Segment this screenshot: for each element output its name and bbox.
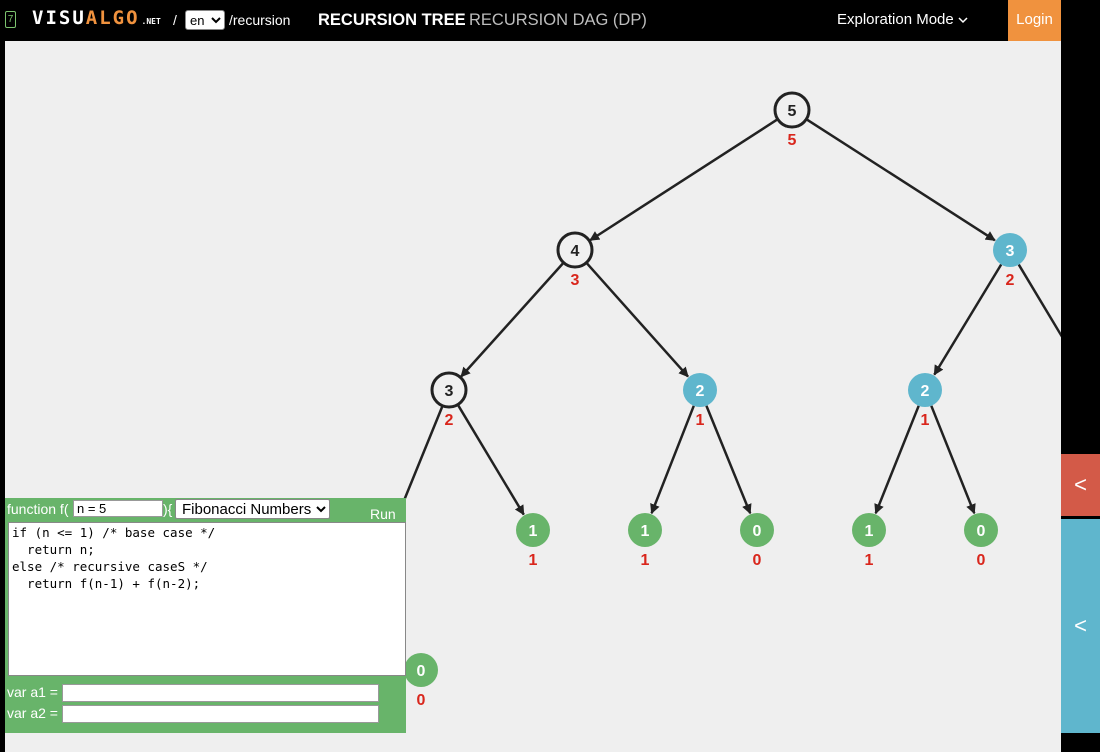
tree-node-return-value: 1	[696, 412, 705, 429]
tree-node-label: 1	[865, 523, 874, 540]
tree-edge	[705, 405, 752, 515]
tree-node[interactable]: 00	[964, 513, 998, 569]
tree-edge	[1017, 263, 1061, 338]
tree-node[interactable]: 32	[430, 371, 468, 429]
code-editor-panel: function f( ){ Fibonacci Numbers Run if …	[5, 498, 406, 733]
chevron-left-icon: <	[1074, 613, 1087, 638]
tree-node-circle	[908, 373, 942, 407]
history-icon[interactable]: 7	[5, 11, 16, 28]
tree-node-return-value: 2	[1006, 272, 1015, 289]
visualgo-logo[interactable]: VISUALGO.NET	[32, 7, 161, 29]
tree-edge	[650, 405, 695, 515]
tree-edge	[585, 261, 689, 378]
var-a1-input[interactable]	[62, 684, 379, 702]
var-a2-label: var a2 =	[7, 705, 58, 721]
tree-node-label: 2	[921, 383, 930, 400]
tree-node-label: 4	[571, 243, 580, 260]
tree-node-return-value: 1	[641, 552, 650, 569]
tree-node-label: 0	[753, 523, 762, 540]
function-prefix-label: function f(	[7, 501, 69, 517]
tree-node-return-value: 0	[417, 692, 426, 709]
tree-node-return-value: 5	[788, 132, 797, 149]
var-a1-label: var a1 =	[7, 684, 58, 700]
exploration-mode-dropdown[interactable]: Exploration Mode	[837, 0, 968, 40]
tree-node[interactable]: 11	[628, 513, 662, 569]
path-link[interactable]: /recursion	[229, 12, 291, 28]
tree-node-circle	[430, 371, 468, 409]
tree-node-label: 0	[977, 523, 986, 540]
tree-node-label: 3	[445, 383, 454, 400]
tree-node-label: 3	[1006, 243, 1015, 260]
var-a2-input[interactable]	[62, 705, 379, 723]
preset-select[interactable]: Fibonacci Numbers	[175, 499, 330, 519]
collapse-panel-button-red[interactable]: <	[1061, 454, 1100, 516]
logo-part-visu: VISU	[32, 7, 86, 29]
language-select[interactable]: en	[185, 10, 225, 30]
tree-node-circle	[683, 373, 717, 407]
collapse-panel-button-blue[interactable]: <	[1061, 519, 1100, 733]
tree-edge	[456, 403, 525, 516]
login-button[interactable]: Login	[1008, 0, 1061, 41]
tree-node-circle	[516, 513, 550, 547]
run-button[interactable]: Run	[370, 506, 396, 522]
tree-node[interactable]: 21	[683, 373, 717, 429]
tree-node-circle	[628, 513, 662, 547]
tree-node-return-value: 2	[445, 412, 454, 429]
tree-node-label: 5	[788, 103, 797, 120]
tree-edge	[460, 261, 565, 378]
tree-node-return-value: 1	[529, 552, 538, 569]
mode-label: Exploration Mode	[837, 11, 954, 28]
tree-node-circle	[556, 231, 594, 269]
chevron-left-icon: <	[1074, 472, 1087, 497]
tree-node-label: 2	[696, 383, 705, 400]
tree-node-label: 1	[641, 523, 650, 540]
tree-edge	[589, 118, 779, 242]
tree-node-return-value: 0	[753, 552, 762, 569]
tab-recursion-tree[interactable]: RECURSION TREE	[318, 11, 466, 29]
tree-node-return-value: 0	[977, 552, 986, 569]
tree-edge	[930, 405, 976, 515]
top-navigation-bar: 7 VISUALGO.NET / en /recursion RECURSION…	[0, 0, 1061, 41]
tree-edge	[805, 118, 996, 242]
code-editor[interactable]: if (n <= 1) /* base case */ return n; el…	[8, 522, 406, 676]
tree-node-circle	[993, 233, 1027, 267]
tree-node-label: 1	[529, 523, 538, 540]
tree-node-return-value: 1	[865, 552, 874, 569]
tree-node-label: 0	[417, 663, 426, 680]
tree-node[interactable]: 11	[852, 513, 886, 569]
parameter-input[interactable]	[73, 500, 163, 517]
tree-node[interactable]: 00	[740, 513, 774, 569]
tab-recursion-dag[interactable]: RECURSION DAG (DP)	[469, 11, 647, 29]
tree-node-circle	[852, 513, 886, 547]
tree-node[interactable]: 55	[773, 91, 811, 149]
path-slash: /	[173, 12, 177, 28]
tree-node[interactable]: 21	[908, 373, 942, 429]
tree-node[interactable]: 32	[993, 233, 1027, 289]
tree-node-return-value: 1	[921, 412, 930, 429]
logo-part-net: .NET	[141, 17, 161, 26]
tree-edge	[933, 263, 1003, 376]
chevron-down-icon	[958, 17, 968, 24]
tree-node-return-value: 3	[571, 272, 580, 289]
logo-part-algo: ALGO	[85, 7, 140, 29]
function-suffix-label: ){	[163, 501, 173, 517]
tree-node-circle	[740, 513, 774, 547]
tree-node-circle	[964, 513, 998, 547]
tree-node[interactable]: 00	[404, 653, 438, 709]
tree-node-circle	[773, 91, 811, 129]
tree-node[interactable]: 11	[516, 513, 550, 569]
tree-edge	[874, 405, 920, 515]
tree-node[interactable]: 43	[556, 231, 594, 289]
tree-node-circle	[404, 653, 438, 687]
